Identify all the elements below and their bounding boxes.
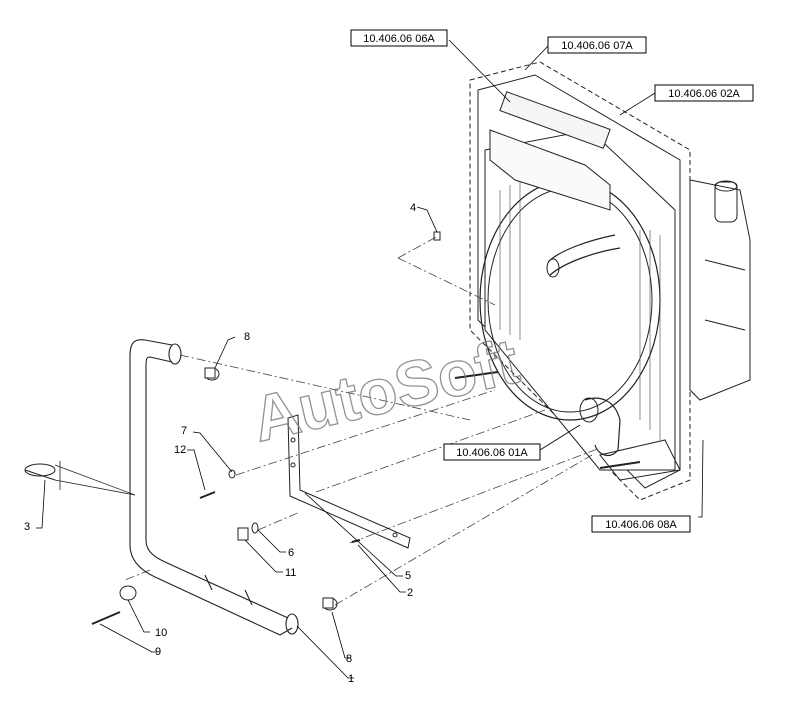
item-number-12: 12 (174, 444, 186, 456)
leader-lines (36, 39, 704, 679)
small-parts (24, 231, 441, 625)
ref-callout-07a[interactable]: 10.406.06 07A (547, 36, 647, 54)
ref-callout-08a[interactable]: 10.406.06 08A (591, 515, 691, 533)
ref-label-01a: 10.406.06 01A (456, 447, 528, 459)
item-number-2: 2 (407, 587, 413, 599)
item-number-1: 1 (348, 673, 354, 685)
ref-callout-01a[interactable]: 10.406.06 01A (443, 443, 541, 461)
item-number-5: 5 (405, 570, 411, 582)
item-number-7: 7 (181, 425, 187, 437)
ref-label-06a: 10.406.06 06A (363, 33, 435, 45)
item-number-9: 9 (155, 646, 161, 658)
item-number-10: 10 (155, 627, 167, 639)
item-numbers: 4 8 7 12 3 6 11 5 2 10 9 8 1 (24, 202, 416, 685)
item-number-8-lower: 8 (346, 653, 352, 665)
bracket (287, 414, 411, 549)
ref-callout-06a[interactable]: 10.406.06 06A (350, 29, 448, 47)
item-number-6: 6 (288, 547, 294, 559)
ref-label-08a: 10.406.06 08A (605, 519, 677, 531)
radiator-assembly (454, 61, 751, 501)
hose-pipe (129, 339, 299, 636)
ref-label-07a: 10.406.06 07A (561, 40, 633, 52)
item-number-3: 3 (24, 521, 30, 533)
item-number-11: 11 (285, 567, 296, 579)
watermark-text: AutoSoft (246, 325, 525, 456)
item-number-8-upper: 8 (244, 331, 250, 343)
ref-label-02a: 10.406.06 02A (668, 88, 740, 100)
item-number-4: 4 (410, 202, 416, 214)
ref-callout-02a[interactable]: 10.406.06 02A (654, 84, 754, 102)
